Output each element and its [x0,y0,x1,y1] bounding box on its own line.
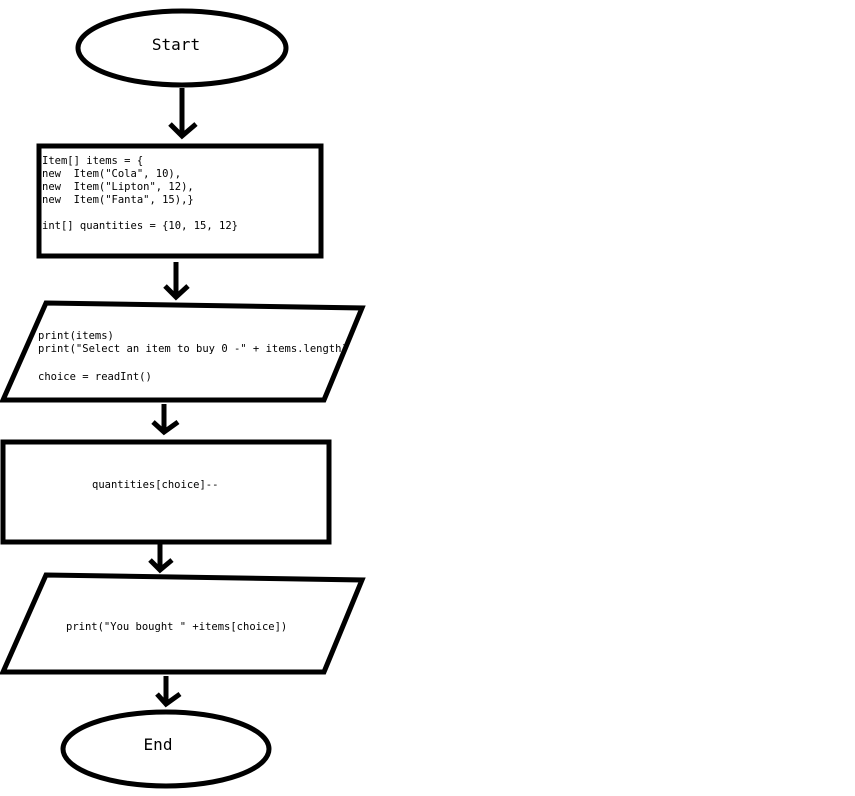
output-label: print("You bought " +items[choice]) [66,621,287,633]
arrow-init-to-input [163,262,190,301]
end-node: End [60,709,272,789]
input-line-2: print("Select an item to buy 0 -" + item… [38,343,348,355]
init-line-3: new Item("Lipton", 12), [42,181,194,193]
init-process-box: Item[] items = { new Item("Cola", 10), n… [36,143,324,259]
init-line-1: Item[] items = { [42,155,143,167]
start-label: Start [152,35,200,54]
init-line-4: new Item("Fanta", 15),} [42,194,194,206]
process-label: quantities[choice]-- [92,479,218,491]
arrow-output-to-end [155,676,182,708]
decrement-process-box: quantities[choice]-- [0,439,332,545]
input-line-1: print(items) [38,330,114,342]
start-node: Start [75,8,289,88]
output-parallelogram: print("You bought " +items[choice]) [0,572,366,675]
input-line-4: choice = readInt() [38,371,152,383]
init-line-6: int[] quantities = {10, 15, 12} [42,220,238,232]
arrow-start-to-init [168,88,198,140]
input-parallelogram: print(items) print("Select an item to bu… [0,300,366,403]
arrow-process-to-output [148,544,174,574]
end-label: End [144,735,173,754]
arrow-input-to-process [151,404,180,436]
init-line-2: new Item("Cola", 10), [42,168,181,180]
